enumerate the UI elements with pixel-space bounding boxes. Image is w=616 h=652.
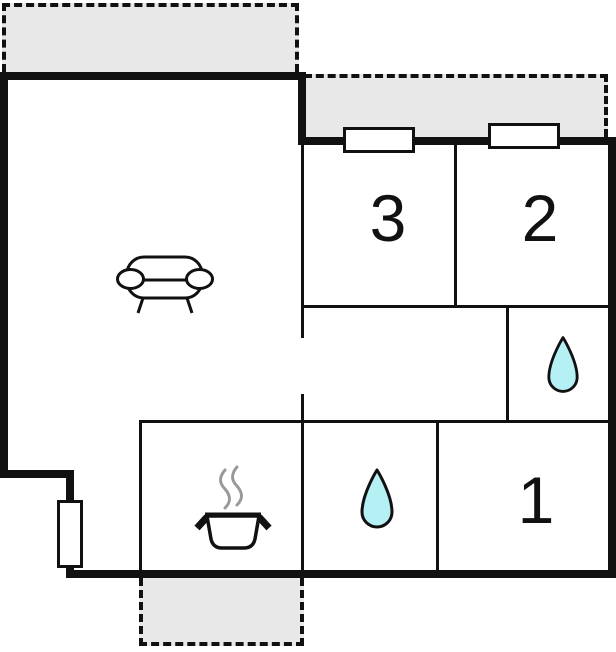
entry-door: [57, 500, 83, 568]
wall-exterior-top: [0, 72, 306, 80]
wall-exterior-top-right: [298, 137, 616, 145]
room-label-1: 1: [517, 463, 555, 537]
wall-room1-divider: [436, 423, 439, 572]
window-1: [343, 127, 415, 153]
window-2: [488, 123, 560, 149]
cooking-pot-icon: [193, 462, 273, 554]
wall-hall-upper: [301, 145, 304, 338]
water-drop-icon: [359, 467, 395, 531]
wall-exterior-bottom: [66, 570, 616, 578]
steam-line: [231, 465, 243, 507]
steam-line: [219, 468, 231, 510]
wall-exterior-left-upper: [0, 72, 8, 478]
sofa-icon: [110, 249, 214, 317]
room-label-2: 2: [521, 181, 559, 255]
terrace-bottom: [139, 578, 304, 646]
wall-exterior-connector: [298, 72, 306, 145]
terrace-top-right: [304, 74, 608, 137]
water-drop-icon: [546, 334, 580, 396]
room-label-3: 3: [369, 181, 407, 255]
wall-exterior-right: [608, 137, 616, 578]
wall-bedrooms-divider: [454, 145, 457, 308]
wall-hall-lower: [301, 394, 304, 572]
terrace-top-left: [2, 3, 299, 72]
wall-kitchen-left: [139, 420, 142, 572]
wall-bathroom-upper-left: [506, 308, 509, 420]
wall-exterior-step: [0, 470, 74, 478]
wall-lower-row-top: [139, 420, 608, 423]
